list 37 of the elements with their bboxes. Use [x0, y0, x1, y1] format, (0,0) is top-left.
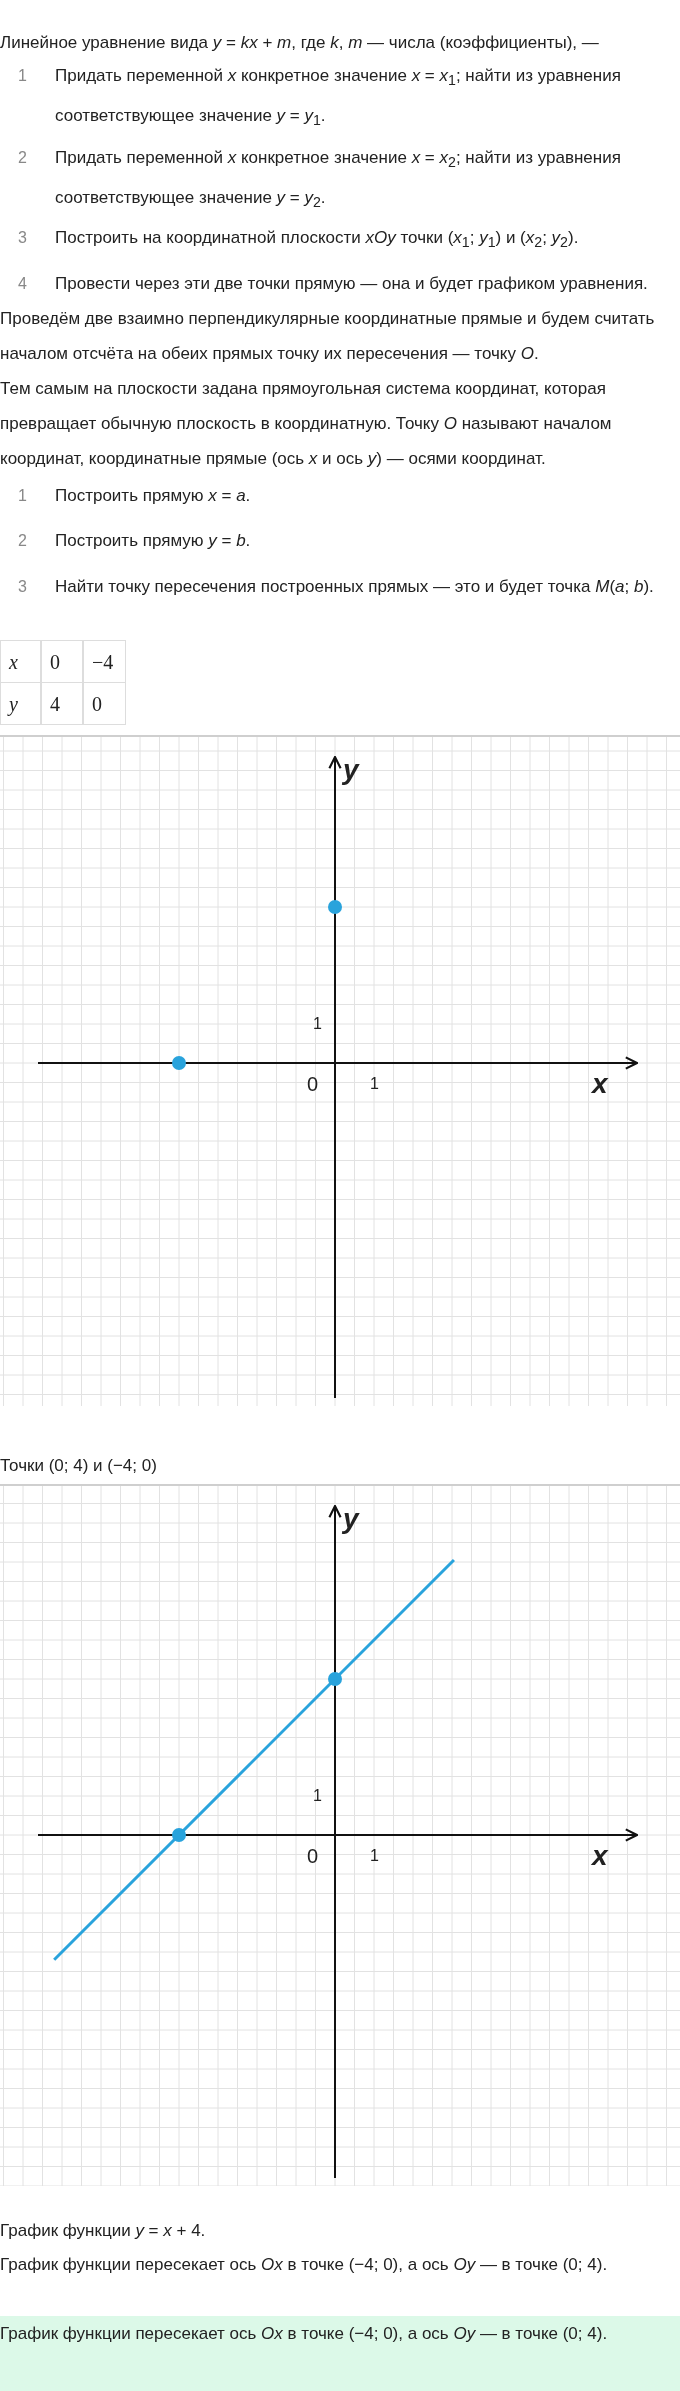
highlighted-note: График функции пересекает ось Ox в точке (−4; 0), а ось Oy — в точке (0; 4). [0, 2316, 680, 2391]
tick-label: 0 [307, 1845, 319, 1867]
tick-label: 1 [370, 1075, 379, 1093]
list-number: 3 [18, 228, 28, 248]
list-number: 1 [18, 66, 28, 86]
text-paragraph: График функции y = x + 4. [0, 2220, 207, 2242]
list-number: 4 [18, 274, 28, 294]
tick-label: 1 [313, 1015, 322, 1033]
text-paragraph: Точки (0; 4) и (−4; 0) [0, 1455, 158, 1477]
text-paragraph: Проведём две взаимно перпендикулярные координатные прямые и будем считать началом отсчёта на обеих прямых точку их пересечения — точку O. [0, 308, 656, 365]
list-number: 3 [18, 577, 28, 597]
axis-label: y [343, 755, 359, 785]
axis-label: y [343, 1504, 359, 1534]
table-cell: 0 [41, 640, 83, 683]
tick-label: 1 [313, 1787, 322, 1805]
text-paragraph: Придать переменной x конкретное значение x = x$_{2}$; найти из уравнения соответствующее значение y = y$_{2}$. [55, 147, 622, 213]
text-paragraph: График функции пересекает ось Ox в точке (−4; 0), а ось Oy — в точке (0; 4). [0, 2254, 609, 2276]
text-paragraph: Построить на координатной плоскости xOy точки (x$_{1}$; y$_{1}$) и (x$_{2}$; y$_{2}$). [55, 227, 580, 253]
text-paragraph: Тем самым на плоскости задана прямоугольная система координат, которая превращает обычную плоскость в координатную. Точку O называют началом координат, координатные прямые (ось x и ось y) — осями координат. [0, 378, 613, 470]
text-paragraph: Линейное уравнение вида y = kx + m, где k, m — числа (коэффициенты), — [0, 32, 600, 54]
tick-label: 1 [370, 1847, 379, 1865]
table-header-cell: x [0, 640, 41, 683]
text-paragraph: Найти точку пересечения построенных прямых — это и будет точка M(a; b). [55, 576, 655, 598]
table-cell: 0 [83, 682, 126, 725]
tick-label: 0 [307, 1073, 319, 1095]
list-number: 2 [18, 148, 28, 168]
table-cell: 4 [41, 682, 83, 725]
text-paragraph: Построить прямую y = b. [55, 530, 252, 552]
table-header-cell: y [0, 682, 41, 725]
axis-label: x [592, 1841, 608, 1871]
axis-label: x [592, 1069, 608, 1099]
text-paragraph: Провести через эти две точки прямую — она и будет графиком уравнения. [55, 273, 649, 295]
list-number: 1 [18, 486, 28, 506]
table-cell: −4 [83, 640, 126, 683]
list-number: 2 [18, 531, 28, 551]
text-paragraph: Построить прямую x = a. [55, 485, 252, 507]
text-paragraph: Придать переменной x конкретное значение x = x$_{1}$; найти из уравнения соответствующее значение y = y$_{1}$. [55, 65, 622, 131]
